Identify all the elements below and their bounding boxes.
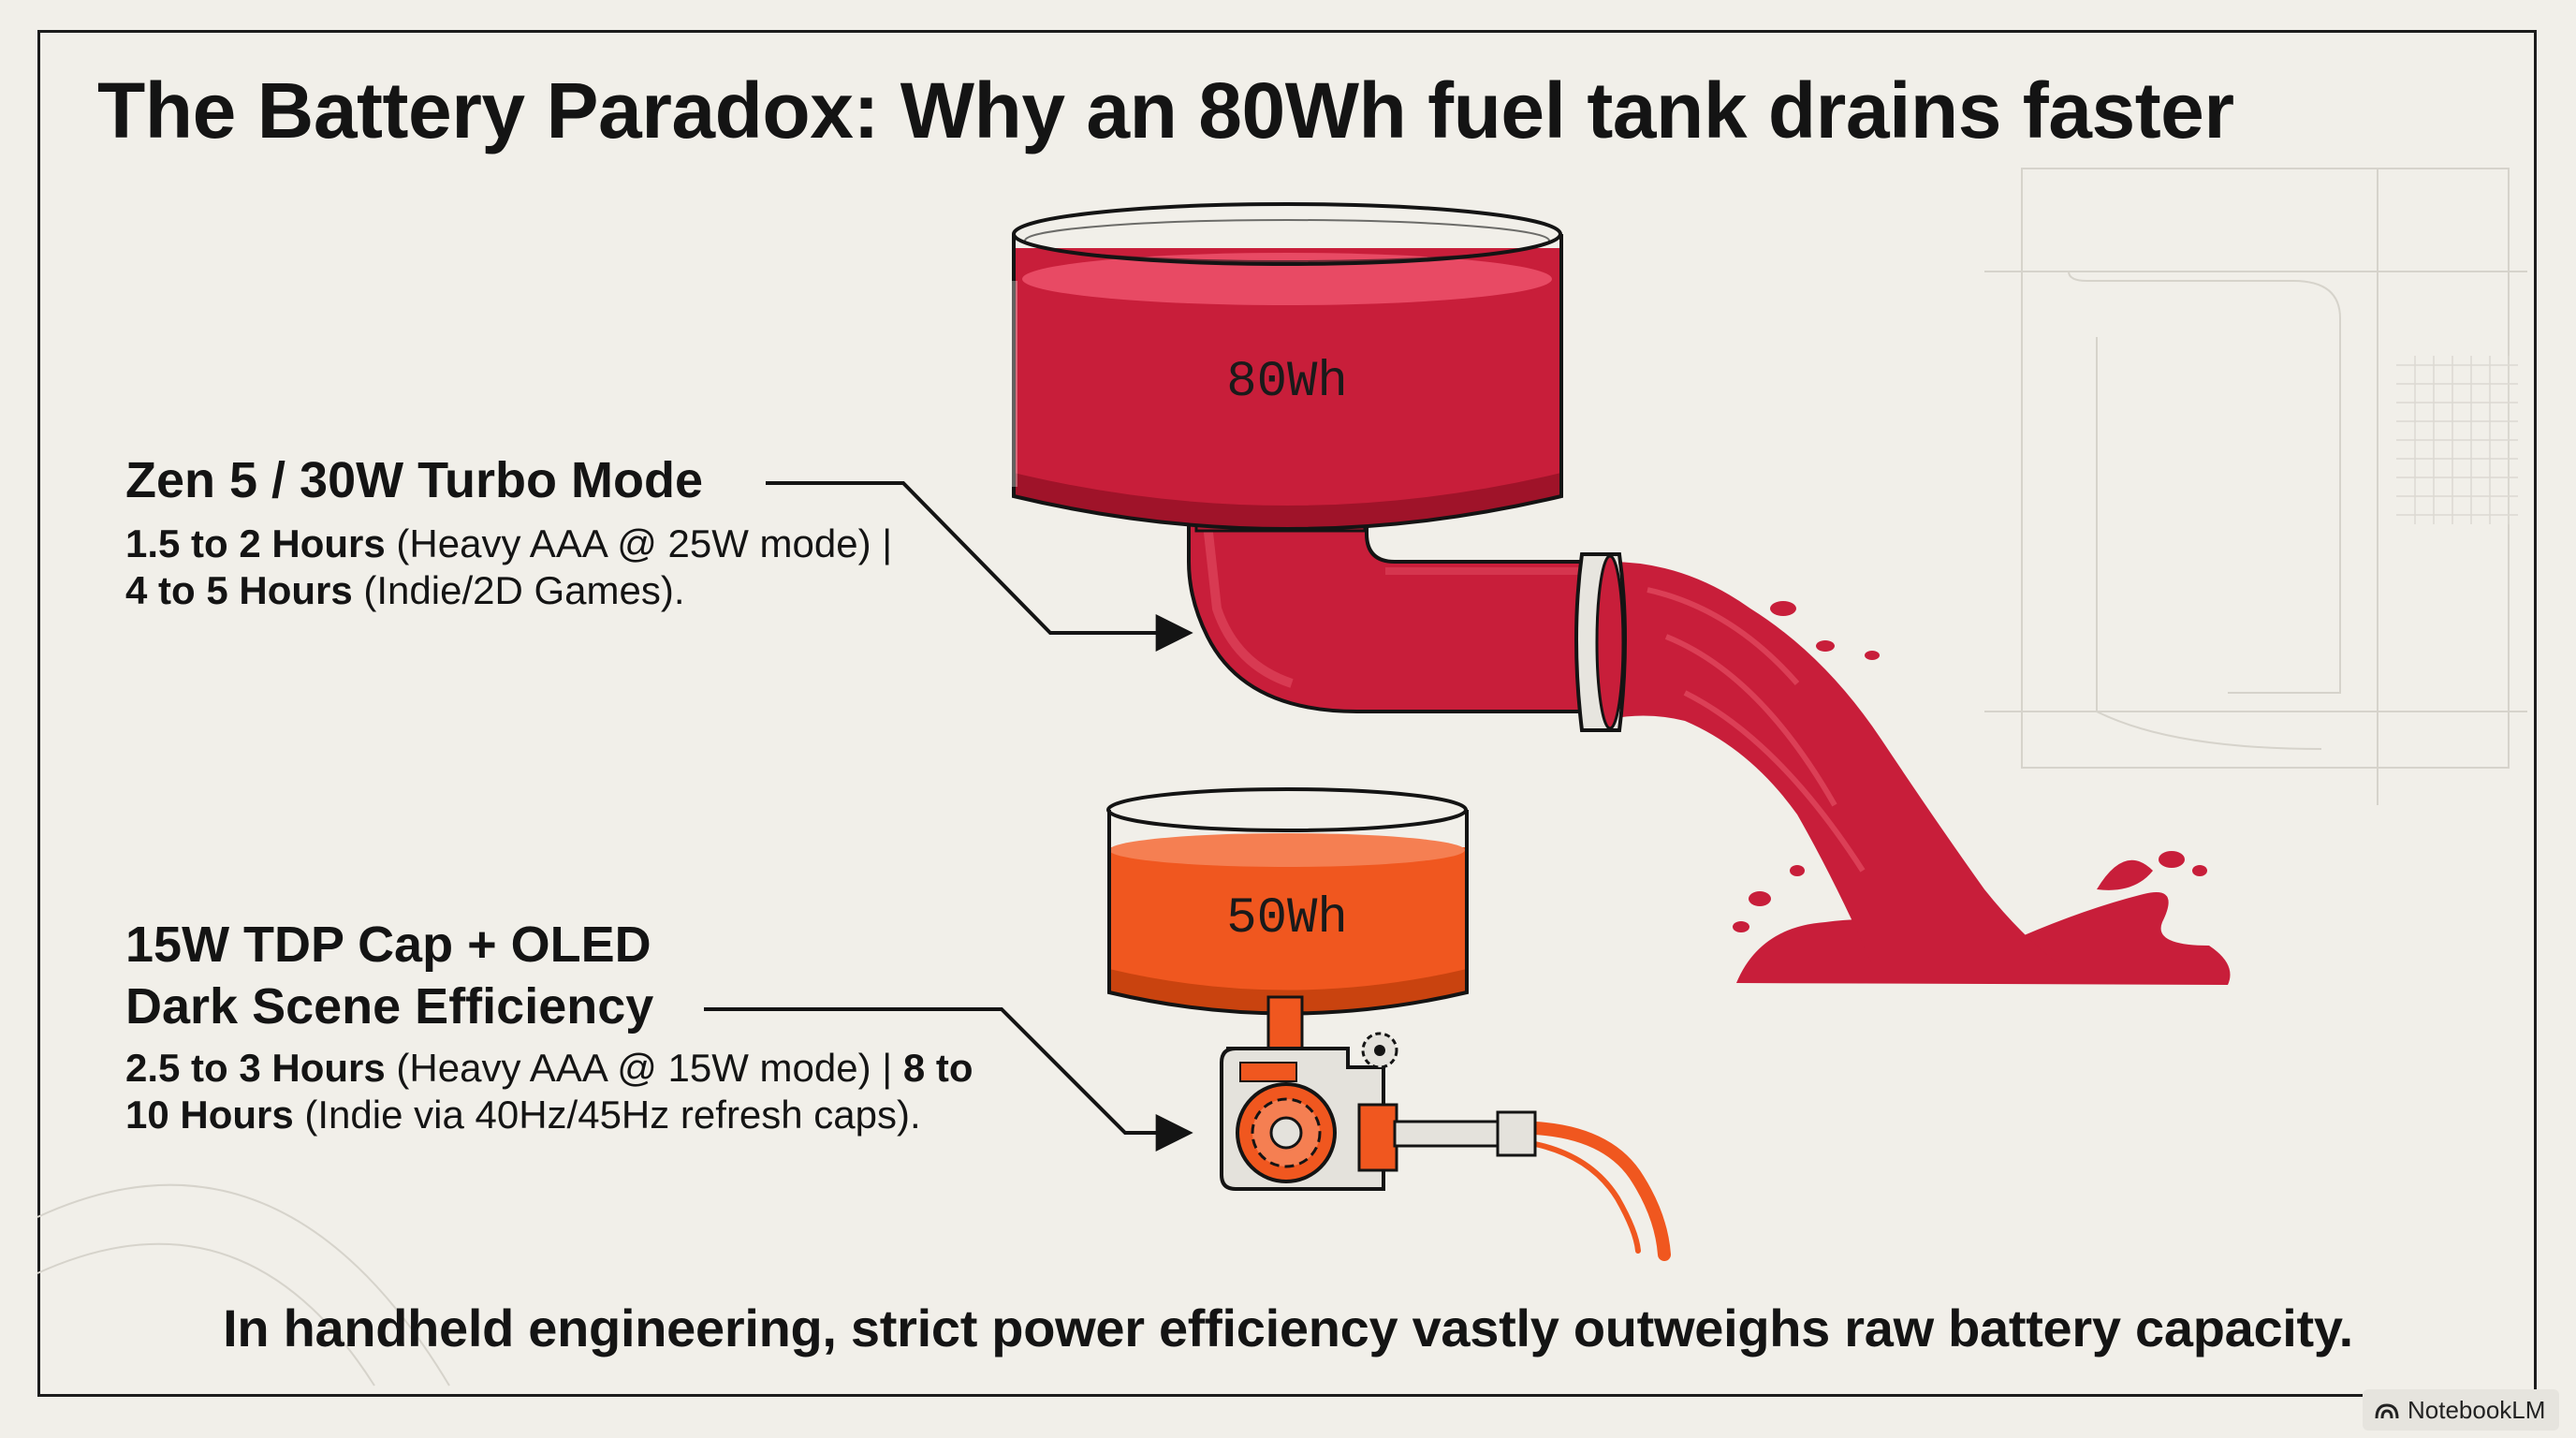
large-tank-label: 80Wh <box>1226 354 1348 411</box>
efficient-heading-line-1: 15W TDP Cap + OLED <box>125 917 651 973</box>
callout-arrow-turbo <box>766 481 1193 652</box>
efficient-heading-line-2: Dark Scene Efficiency <box>125 978 654 1034</box>
callout-arrow-efficient <box>704 1007 1193 1152</box>
slide-frame <box>37 30 2537 1397</box>
efficient-callout-heading: 15W TDP Cap + OLED Dark Scene Efficiency <box>125 914 653 1037</box>
liquid-stream-red <box>1610 562 2059 964</box>
turbo-line-1: 1.5 to 2 Hours (Heavy AAA @ 25W mode) | <box>125 521 893 565</box>
slide-footer: In handheld engineering, strict power ef… <box>223 1299 2353 1357</box>
turbo-callout-heading: Zen 5 / 30W Turbo Mode <box>125 452 704 508</box>
turbo-line-2: 4 to 5 Hours (Indie/2D Games). <box>125 568 685 612</box>
notebooklm-label: NotebookLM <box>2408 1395 2546 1424</box>
large-tank-icon: 80Wh <box>1010 202 1563 531</box>
efficient-callout-body: 2.5 to 3 Hours (Heavy AAA @ 15W mode) | … <box>125 1045 973 1138</box>
efficient-line-1: 2.5 to 3 Hours (Heavy AAA @ 15W mode) | … <box>125 1046 973 1090</box>
small-tank-label: 50Wh <box>1226 890 1348 947</box>
gear-pump-icon <box>1220 995 1537 1191</box>
blueprint-background <box>37 168 2527 1387</box>
slide-title: The Battery Paradox: Why an 80Wh fuel ta… <box>97 66 2234 154</box>
turbo-callout-body: 1.5 to 2 Hours (Heavy AAA @ 25W mode) | … <box>125 521 892 614</box>
pipe-icon <box>1187 504 1627 732</box>
small-tank-icon: 50Wh <box>1106 787 1469 1016</box>
liquid-stream-orange <box>1529 1122 1671 1261</box>
notebooklm-badge[interactable]: NotebookLM <box>2363 1389 2559 1431</box>
efficient-line-2: 10 Hours (Indie via 40Hz/45Hz refresh ca… <box>125 1093 921 1137</box>
notebooklm-logo-icon <box>2375 1403 2399 1419</box>
